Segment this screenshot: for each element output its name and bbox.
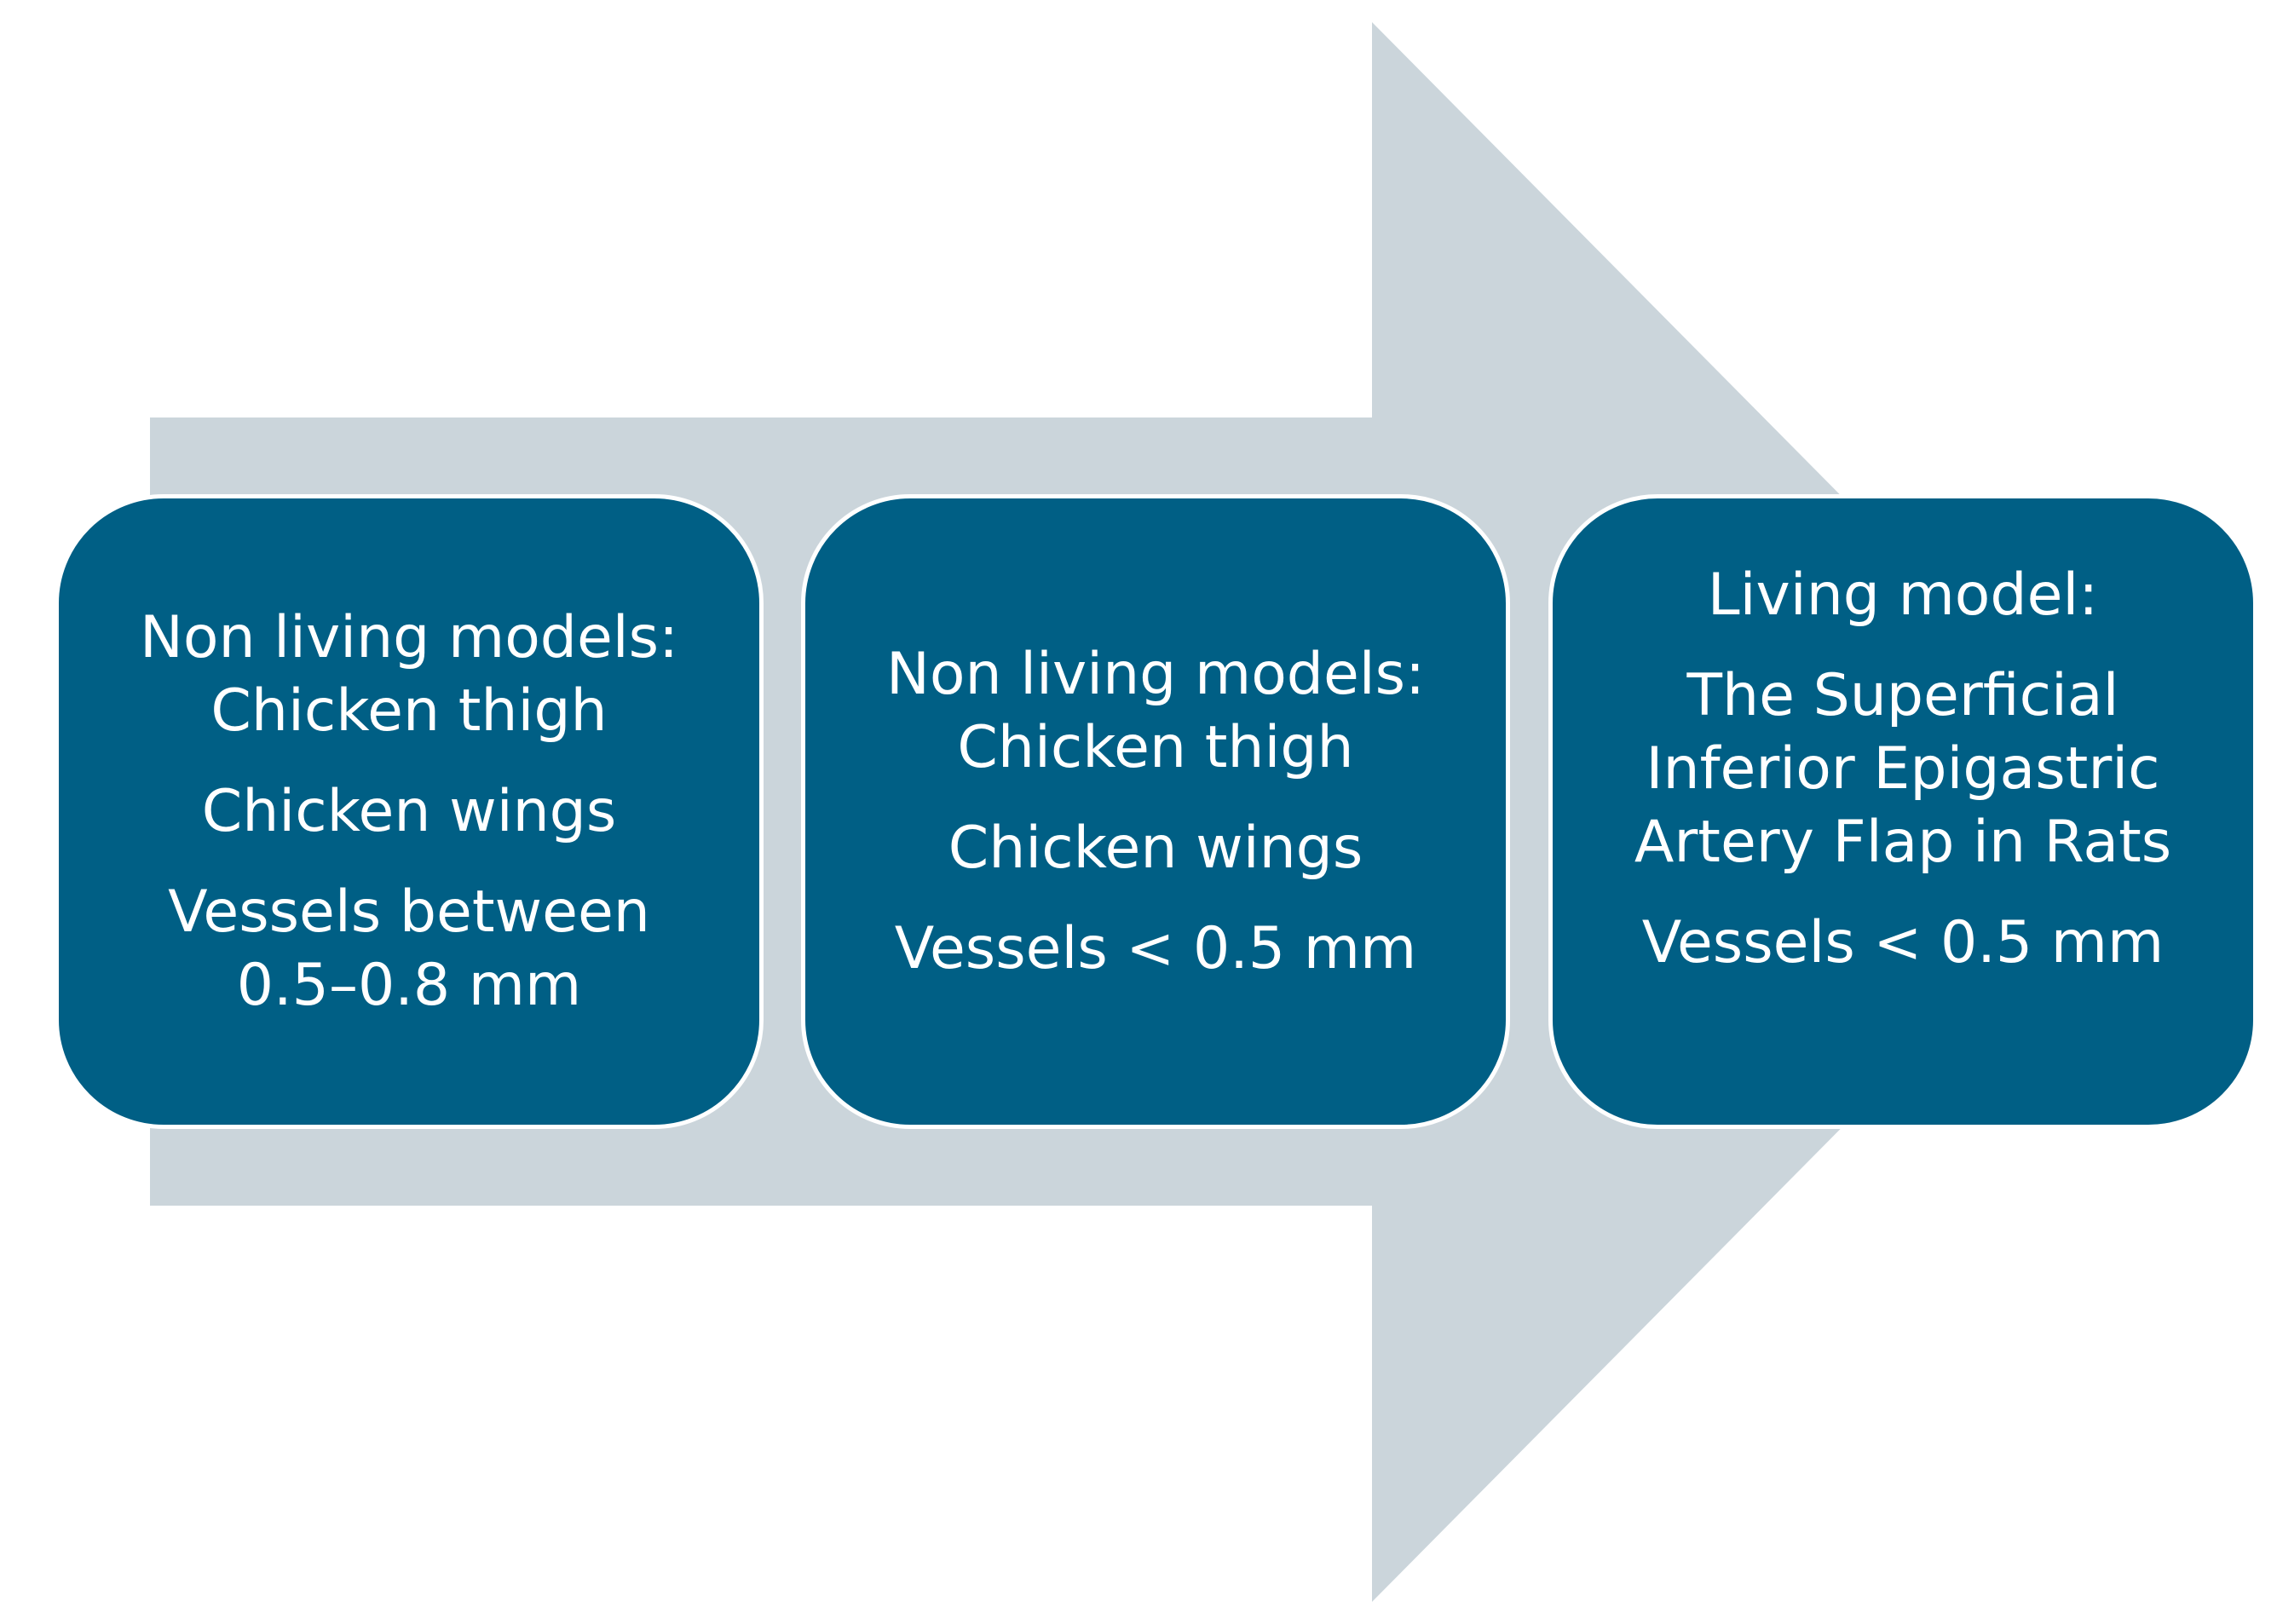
stage-2-models: Non living models: Chicken thigh xyxy=(885,640,1426,781)
stage-box-non-living-small-vessels: Non living models: Chicken thigh Chicken… xyxy=(801,494,1510,1129)
stage-2-secondary-model: Chicken wings xyxy=(948,814,1363,882)
stage-1-models: Non living models: Chicken thigh xyxy=(139,603,679,745)
stage-box-non-living-large-vessels: Non living models: Chicken thigh Chicken… xyxy=(55,494,764,1129)
stage-3-model: The Superficial Inferior Epigastric Arte… xyxy=(1634,661,2172,876)
stage-3-vessel-size: Vessels < 0.5 mm xyxy=(1641,908,2165,976)
stage-box-living-model: Living model: The Superficial Inferior E… xyxy=(1548,494,2257,1129)
stage-3-title: Living model: xyxy=(1707,561,2099,629)
stage-1-secondary-model: Chicken wings xyxy=(201,777,617,845)
stage-1-vessel-size: Vessels between 0.5–0.8 mm xyxy=(168,878,650,1019)
stage-2-vessel-size: Vessels < 0.5 mm xyxy=(894,914,1417,982)
